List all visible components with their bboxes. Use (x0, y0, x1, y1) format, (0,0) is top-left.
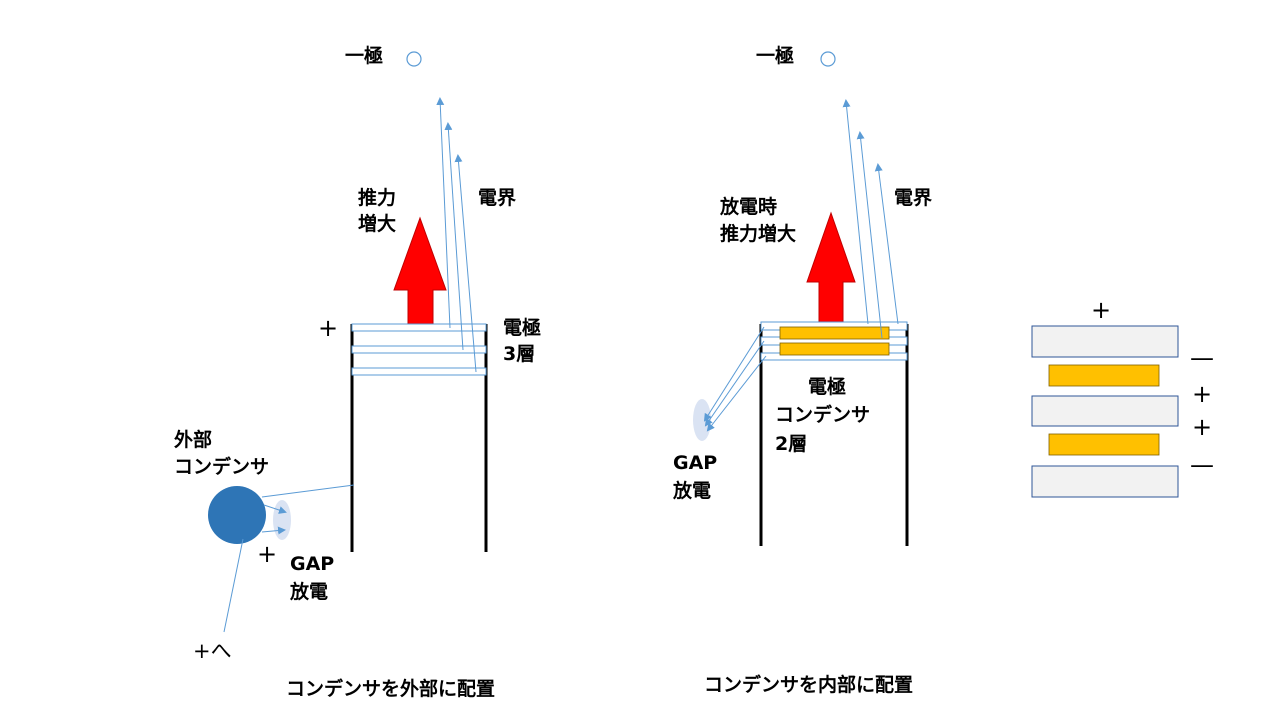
left-device (208, 51, 488, 633)
left-field-line-3 (454, 154, 477, 373)
stack-sign-3: + (1192, 413, 1213, 441)
left-plus-sign: + (318, 314, 339, 342)
right-field-line-1 (842, 99, 869, 325)
right-thrust-label-2: 推力増大 (720, 223, 797, 245)
external-capacitor-label-2: コンデンサ (174, 456, 270, 478)
left-thrust-label-2: 増大 (358, 213, 397, 235)
right-gap-label-2: 放電 (673, 480, 712, 502)
right-gap-glow (693, 399, 711, 441)
right-electrode-label-3: 2層 (775, 433, 808, 455)
right-capacitor-layer-2 (779, 342, 890, 356)
left-field-label: 電界 (478, 187, 517, 209)
left-field-line-2 (444, 122, 464, 351)
right-gap-arrow-1 (703, 326, 765, 422)
external-capacitor (208, 486, 266, 544)
left-thrust-label-1: 推力 (358, 187, 397, 209)
right-field-line-2 (856, 131, 883, 339)
left-electrode-layer-1 (351, 323, 487, 332)
left-gap-glow (273, 500, 291, 540)
external-capacitor-label-1: 外部 (174, 429, 213, 451)
stack-capacitor-1 (1048, 364, 1160, 387)
left-gap-label-2: 放電 (290, 581, 329, 603)
right-electrode-label-2: コンデンサ (775, 404, 871, 426)
left-gap-label-1: GAP (290, 553, 335, 575)
stack-top-plus: + (1091, 296, 1112, 324)
left-electrode-label-1: 電極 (503, 317, 542, 339)
right-minus-pole-circle (820, 51, 836, 67)
layer-stack (1031, 325, 1179, 498)
stack-sign-4: — (1190, 451, 1214, 479)
left-minus-pole-label: 一極 (345, 45, 384, 67)
right-device (693, 51, 909, 546)
stack-capacitor-2 (1048, 433, 1160, 456)
right-gap-arrow-3 (706, 355, 767, 432)
right-field-line-3 (874, 163, 899, 325)
right-caption: コンデンサを内部に配置 (704, 674, 914, 696)
left-gap-arrow-2 (261, 526, 286, 535)
right-thrust-label-1: 放電時 (720, 196, 778, 218)
to-plus-label: +へ (193, 639, 232, 663)
stack-plate-3 (1031, 465, 1179, 498)
left-electrode-layer-2 (351, 345, 487, 354)
left-electrode-layer-3 (351, 367, 487, 376)
stack-sign-2: + (1192, 380, 1213, 408)
left-thrust-arrow-shape (393, 216, 447, 325)
right-thrust-arrow-shape (806, 211, 856, 325)
left-gap-arrow-1 (263, 504, 287, 514)
left-minus-pole-circle (406, 51, 422, 67)
right-electrode-label-1: 電極 (808, 376, 847, 398)
right-minus-pole-label: 一極 (756, 45, 795, 67)
stack-plate-1 (1031, 325, 1179, 358)
left-wire-to-plus (223, 538, 244, 633)
right-field-label: 電界 (894, 187, 933, 209)
left-electrode-label-2: 3層 (503, 343, 536, 365)
left-wire-to-electrode (261, 484, 355, 498)
capacitor-plus-sign: + (257, 540, 278, 568)
left-field-line-1 (436, 97, 451, 329)
left-caption: コンデンサを外部に配置 (286, 678, 496, 700)
stack-plate-2 (1031, 395, 1179, 427)
right-gap-arrow-2 (704, 340, 765, 427)
right-capacitor-layer-1 (779, 326, 890, 340)
stack-sign-1: — (1190, 344, 1214, 372)
right-gap-label-1: GAP (673, 452, 718, 474)
